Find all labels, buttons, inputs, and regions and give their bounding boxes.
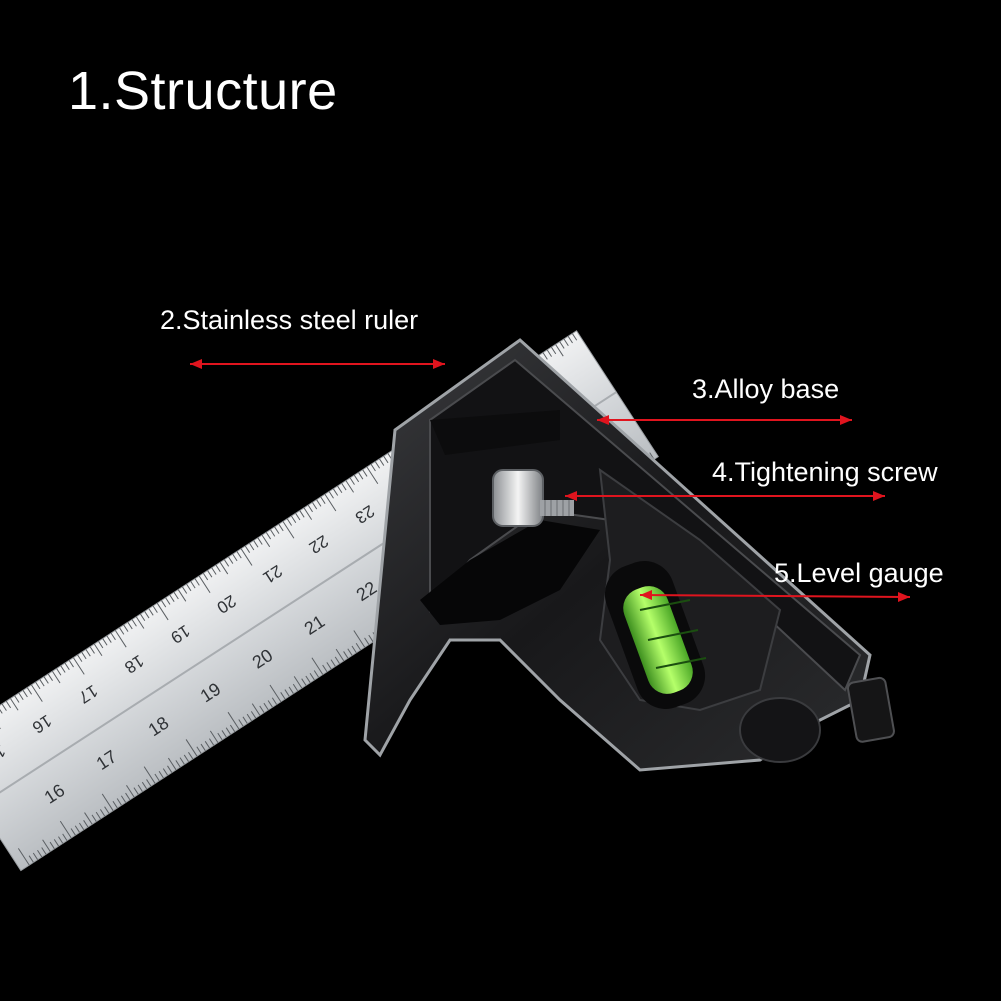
page-title: 1.Structure <box>68 61 338 121</box>
arrow-ruler <box>190 359 445 369</box>
callout-label-gauge: 5.Level gauge <box>774 558 944 588</box>
arrow-base <box>597 415 852 425</box>
level-gauge <box>604 561 821 763</box>
tightening-screw <box>492 469 574 527</box>
callout-label-ruler: 2.Stainless steel ruler <box>160 305 419 335</box>
callout-label-screw: 4.Tightening screw <box>712 457 938 487</box>
callout-arrows <box>190 359 911 602</box>
arrow-gauge <box>639 590 911 602</box>
ruler-numeral-mirrored: 15 <box>0 741 9 767</box>
callout-label-base: 3.Alloy base <box>692 374 840 404</box>
end-knob <box>847 676 895 743</box>
arrow-screw <box>565 491 885 501</box>
